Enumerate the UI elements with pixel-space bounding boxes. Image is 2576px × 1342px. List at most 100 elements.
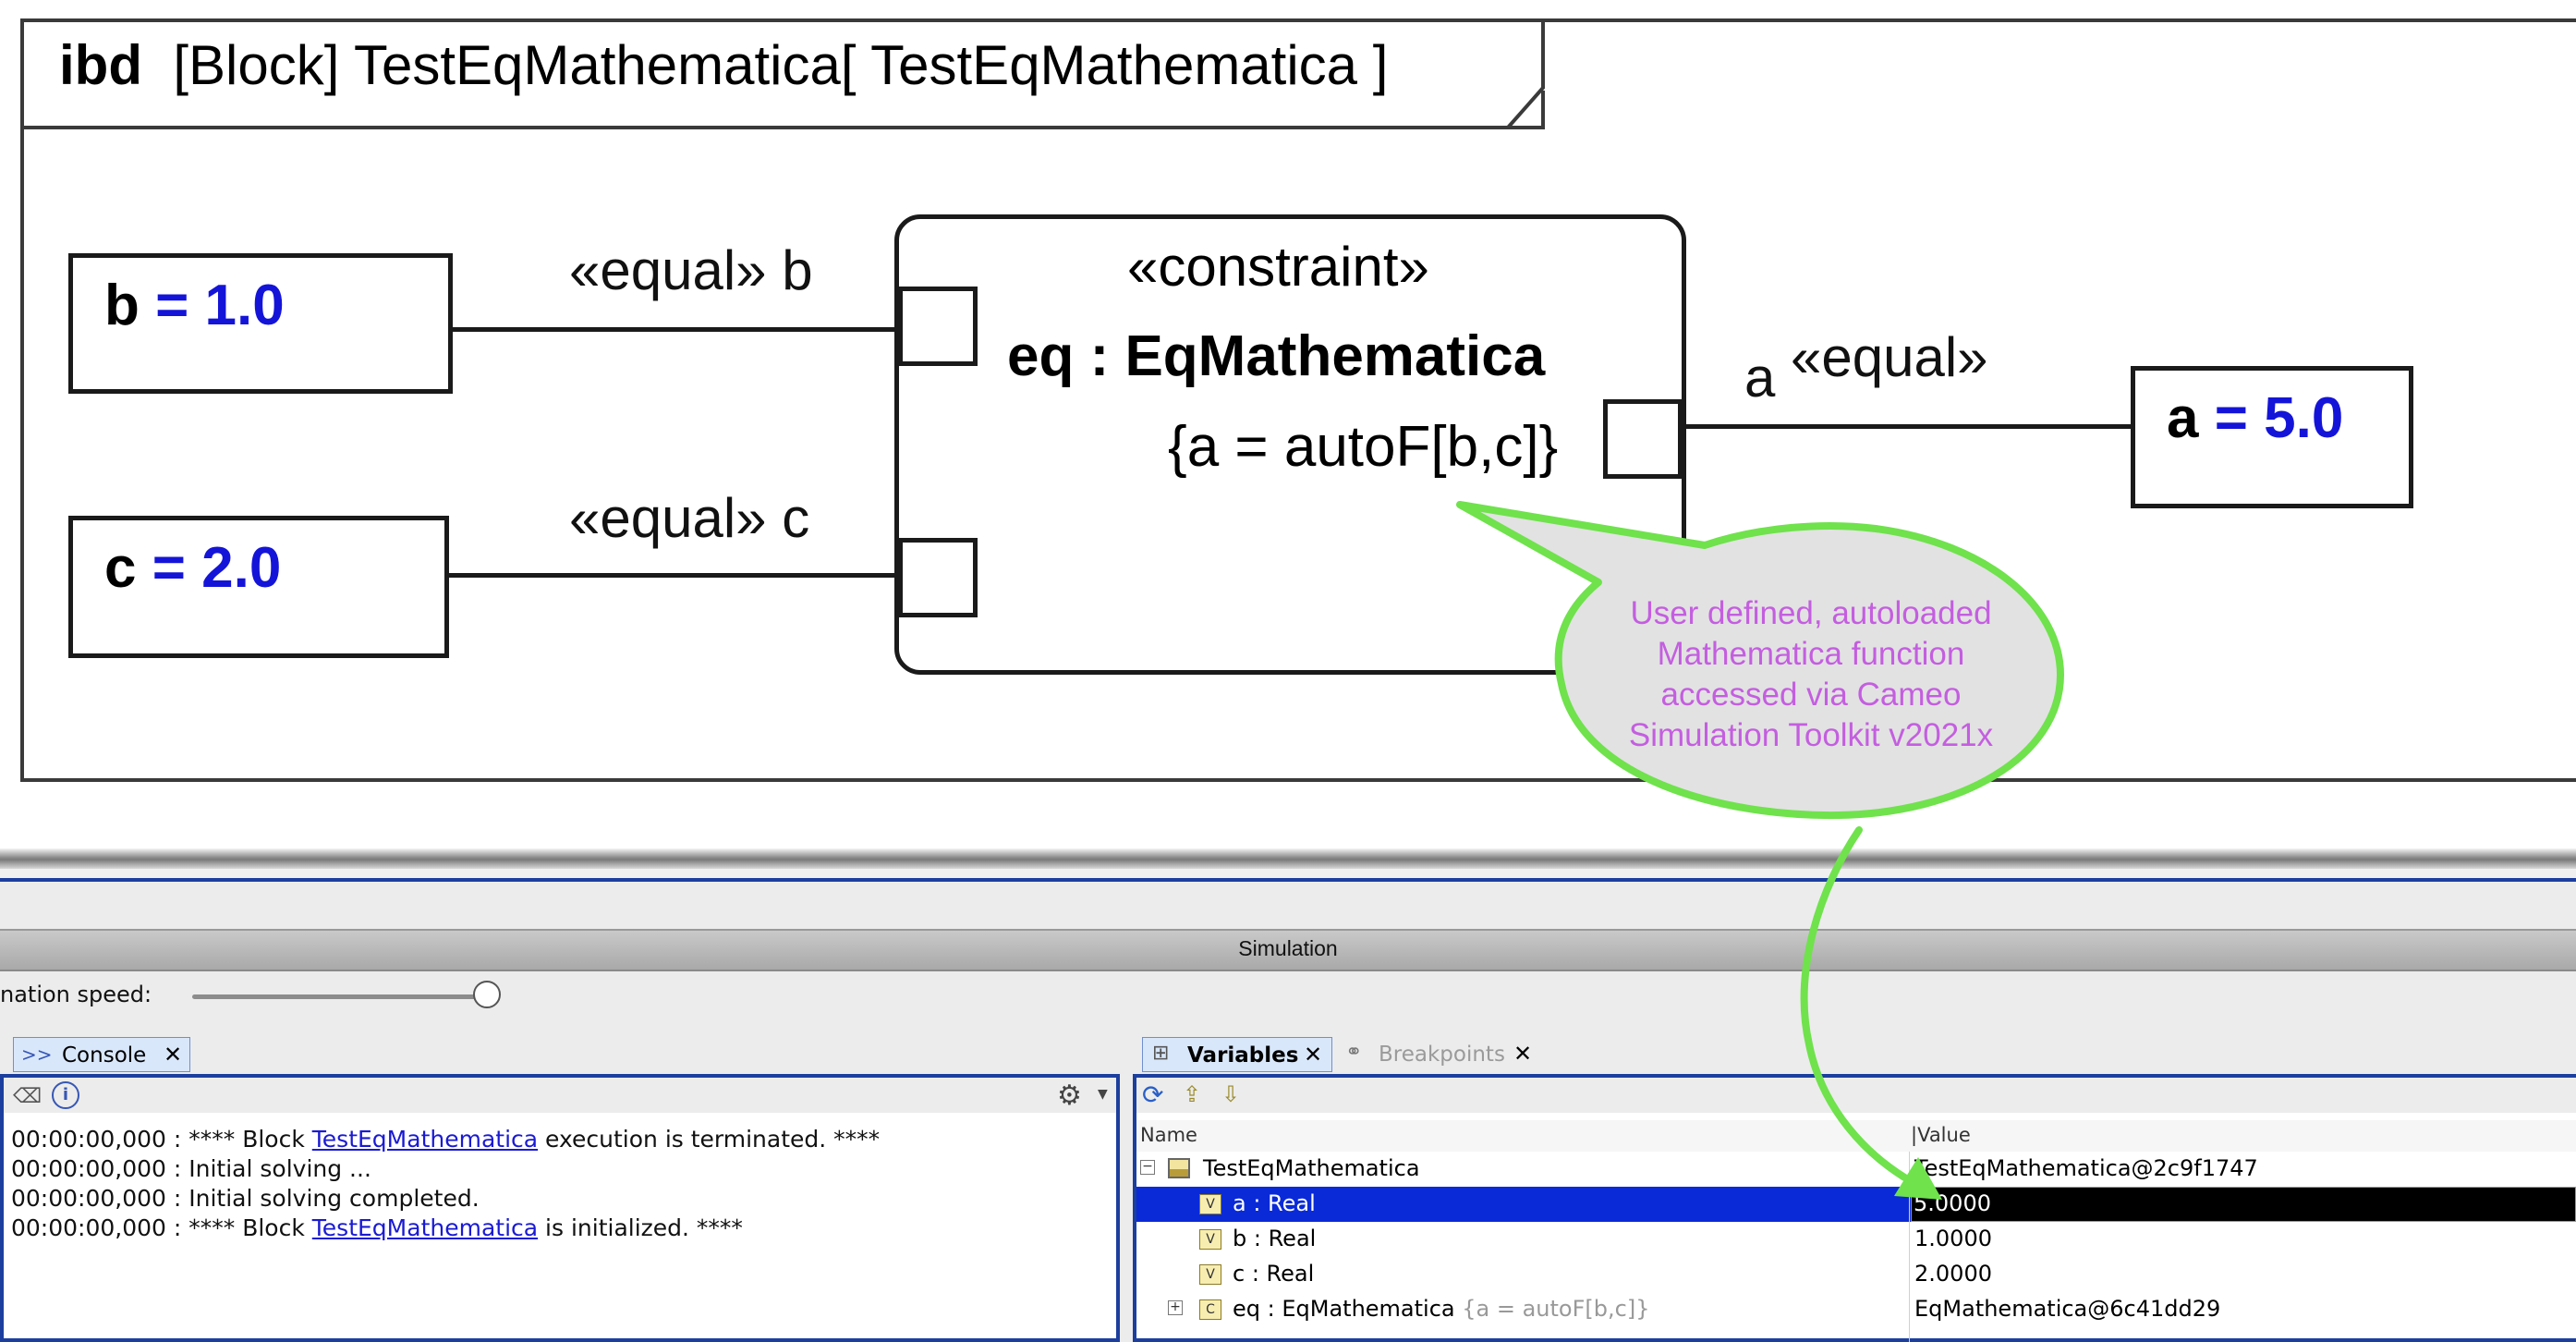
import-icon[interactable]: ⇩ (1221, 1081, 1241, 1107)
table-row[interactable]: V b : Real 1.0000 (1136, 1222, 2576, 1257)
block-a-value: = 5.0 (2214, 386, 2344, 450)
frame-kind: ibd (59, 34, 142, 96)
console-line-text: is initialized. **** (538, 1214, 743, 1241)
frame-title-text: [Block] TestEqMathematica[ TestEqMathema… (173, 34, 1389, 96)
variable-name: TestEqMathematica (1203, 1155, 1420, 1181)
block-c[interactable]: c = 2.0 (68, 516, 449, 658)
console-icon: >> (21, 1043, 53, 1066)
tab-console[interactable]: >> Console ✕ (13, 1037, 190, 1072)
console-line: 00:00:00,000 : **** Block TestEqMathemat… (11, 1126, 880, 1153)
tab-variables[interactable]: ⊞ Variables ✕ (1142, 1037, 1332, 1072)
variable-name: b : Real (1233, 1226, 1317, 1251)
variables-toolbar (1136, 1078, 2576, 1113)
block-link[interactable]: TestEqMathematica (311, 1126, 539, 1153)
value-property-icon: V (1199, 1264, 1221, 1285)
block-a[interactable]: a = 5.0 (2131, 366, 2413, 508)
breakpoints-icon: ⚭ (1345, 1041, 1363, 1064)
value-cell-editor[interactable]: 5.0000 (1911, 1187, 2576, 1222)
export-icon[interactable]: ⇪ (1183, 1081, 1202, 1107)
close-icon[interactable]: ✕ (164, 1042, 183, 1068)
block-a-name: a (2167, 386, 2199, 450)
variable-name: eq : EqMathematica {a = autoF[b,c]} (1233, 1296, 1649, 1322)
connector-a-stereotype: «equal» (1791, 326, 1988, 388)
constraint-property-icon: C (1199, 1299, 1221, 1320)
animation-speed-label: nation speed: (0, 982, 152, 1007)
console-line: 00:00:00,000 : Initial solving completed… (11, 1185, 480, 1212)
constraint-expression-hint: {a = autoF[b,c]} (1462, 1296, 1650, 1322)
simulation-title: Simulation (1238, 936, 1338, 960)
table-row[interactable]: V c : Real 2.0000 (1136, 1257, 2576, 1292)
port-c[interactable] (898, 538, 978, 617)
callout-bubble[interactable] (1441, 490, 2088, 841)
constraint-block-eq[interactable] (894, 214, 1686, 675)
variable-name: c : Real (1233, 1261, 1315, 1287)
constraint-name: eq : EqMathematica (1007, 324, 1546, 388)
connector-a-end: a (1744, 347, 1776, 409)
column-header-value-label: Value (1917, 1124, 1971, 1146)
refresh-icon[interactable]: ⟳ (1142, 1080, 1164, 1110)
variable-name-text: eq : EqMathematica (1233, 1296, 1455, 1322)
column-header-value[interactable]: |Value (1911, 1124, 1971, 1146)
console-line-text: 00:00:00,000 : Initial solving completed… (11, 1185, 480, 1212)
diagram-canvas[interactable]: ibd [Block] TestEqMathematica[ TestEqMat… (0, 0, 2576, 841)
column-divider (1909, 1152, 1910, 1342)
tab-breakpoints[interactable]: ⚭ Breakpoints ✕ (1342, 1037, 1541, 1072)
callout-text-content: User defined, autoloaded Mathematica fun… (1628, 595, 1994, 753)
tab-variables-label: Variables (1187, 1043, 1299, 1068)
variable-name: a : Real (1233, 1190, 1316, 1216)
connector-b-end: b (782, 239, 813, 301)
connector-c-stereotype: «equal» (569, 487, 767, 549)
table-row-selected[interactable]: V a : Real 5.0000 (1136, 1187, 2576, 1222)
variable-value[interactable]: TestEqMathematica@2c9f1747 (1914, 1155, 2258, 1181)
console-line: 00:00:00,000 : Initial solving ... (11, 1155, 371, 1182)
variable-value[interactable]: 2.0000 (1914, 1261, 1992, 1287)
info-icon[interactable]: i (52, 1081, 79, 1109)
chevron-down-icon[interactable]: ▼ (1098, 1087, 1108, 1102)
tab-console-label: Console (62, 1043, 147, 1068)
ibd-frame[interactable] (20, 18, 2576, 782)
block-link[interactable]: TestEqMathematica (311, 1214, 539, 1241)
eraser-icon[interactable]: ⌫ (13, 1085, 43, 1108)
table-row[interactable]: + C eq : EqMathematica {a = autoF[b,c]} … (1136, 1292, 2576, 1327)
table-row[interactable]: − TestEqMathematica TestEqMathematica@2c… (1136, 1152, 2576, 1187)
panel-splitter[interactable] (0, 848, 2576, 869)
variables-icon: ⊞ (1152, 1042, 1170, 1065)
block-icon (1168, 1158, 1190, 1178)
close-icon[interactable]: ✕ (1513, 1041, 1533, 1067)
console-line-text: execution is terminated. **** (538, 1126, 881, 1153)
block-c-value: = 2.0 (152, 536, 282, 600)
frame-header-tab (22, 20, 1545, 129)
console-line: 00:00:00,000 : **** Block TestEqMathemat… (11, 1214, 743, 1241)
frame-title: ibd [Block] TestEqMathematica[ TestEqMat… (59, 33, 1388, 97)
connector-c[interactable] (449, 573, 898, 578)
connector-c-end: c (782, 487, 810, 549)
connector-b-stereotype: «equal» (569, 239, 767, 301)
callout-text: User defined, autoloaded Mathematica fun… (1589, 593, 2033, 756)
console-line-text: 00:00:00,000 : Initial solving ... (11, 1155, 371, 1182)
animation-speed-slider[interactable] (192, 981, 501, 1008)
connector-a[interactable] (1683, 424, 2131, 429)
block-b[interactable]: b = 1.0 (68, 253, 453, 394)
value-property-icon: V (1199, 1194, 1221, 1214)
block-c-name: c (104, 536, 137, 600)
gear-icon[interactable]: ⚙ (1057, 1080, 1082, 1112)
simulation-title-bar[interactable]: Simulation (0, 929, 2576, 971)
connector-b[interactable] (453, 327, 898, 332)
variable-value[interactable]: EqMathematica@6c41dd29 (1914, 1296, 2221, 1322)
console-line-text: 00:00:00,000 : **** Block (11, 1126, 312, 1153)
port-a[interactable] (1603, 399, 1683, 479)
close-icon[interactable]: ✕ (1304, 1042, 1323, 1068)
callout-arrow (1800, 826, 1942, 1200)
expand-icon[interactable]: + (1168, 1300, 1183, 1315)
slider-thumb[interactable] (473, 981, 501, 1008)
column-header-name[interactable]: Name (1140, 1124, 1197, 1146)
constraint-expression: {a = autoF[b,c]} (1168, 415, 1559, 479)
slider-track (192, 994, 488, 999)
collapse-icon[interactable]: − (1140, 1160, 1155, 1175)
tab-breakpoints-label: Breakpoints (1379, 1043, 1505, 1067)
constraint-stereotype: «constraint» (1127, 236, 1429, 298)
block-b-name: b (104, 274, 140, 337)
variable-value[interactable]: 1.0000 (1914, 1226, 1992, 1251)
console-toolbar (4, 1078, 1116, 1113)
port-b[interactable] (898, 287, 978, 366)
